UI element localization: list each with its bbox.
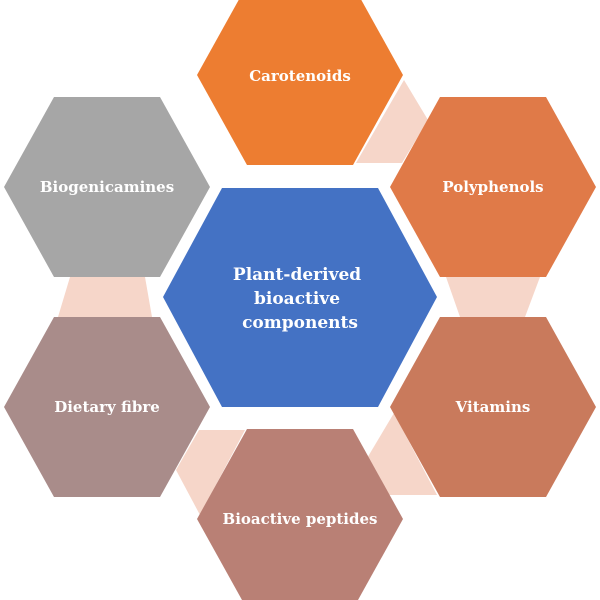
hexagon-carotenoids: Carotenoids: [197, 0, 403, 165]
hexagon-shape: [197, 429, 403, 600]
connector-vitamins-peptides: [360, 413, 437, 495]
node-label: Carotenoids: [249, 67, 351, 85]
hexagon-shape: [390, 317, 596, 497]
node-label: Biogenicamines: [40, 178, 174, 196]
hexagon-dietary-fibre: Dietary fibre: [4, 317, 210, 497]
connector-fibre-biogenicamines: [58, 277, 152, 317]
hexagon-vitamins: Vitamins: [390, 317, 596, 497]
hexagon-biogenic-amines: Biogenicamines: [4, 97, 210, 277]
hexagon-polyphenols: Polyphenols: [390, 97, 596, 277]
hexagon-shape: [4, 317, 210, 497]
connector-peptides-fibre: [176, 430, 245, 515]
connector-polyphenols-vitamins: [446, 277, 540, 317]
center-hexagon: [163, 188, 437, 407]
node-label: Dietary fibre: [54, 398, 160, 416]
connector-carotenoids-polyphenols: [356, 80, 428, 163]
hexagon-bioactive-peptides: Bioactive peptides: [197, 429, 403, 600]
hexagon-shape: [390, 97, 596, 277]
hexagon-shape: [197, 0, 403, 165]
node-label: Vitamins: [455, 398, 531, 416]
node-label: Bioactive peptides: [223, 510, 378, 528]
node-label: Polyphenols: [442, 178, 543, 196]
hexagon-shape: [4, 97, 210, 277]
center-label: Plant-derived bioactive components: [233, 265, 367, 333]
